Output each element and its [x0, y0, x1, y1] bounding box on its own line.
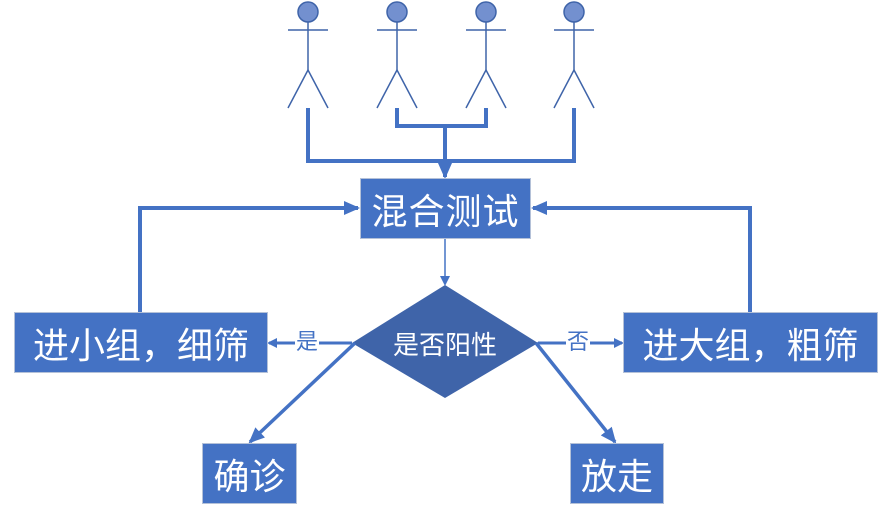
large-group-loop-arrow	[531, 201, 752, 312]
no-edge-label: 否	[566, 330, 591, 356]
small-group-node[interactable]: 进小组，细筛	[14, 312, 268, 373]
release-label: 放走	[580, 456, 653, 498]
small-group-loop-arrow	[138, 201, 360, 312]
yes-edge-label: 是	[295, 330, 320, 356]
outer-people-connector	[306, 108, 576, 163]
mixed-test-node[interactable]: 混合测试	[360, 178, 531, 239]
decision-diamond[interactable]	[352, 285, 538, 398]
person-3-icon	[465, 1, 507, 109]
decision-to-confirmed-arrow	[248, 341, 357, 444]
mixed-test-label: 混合测试	[371, 191, 520, 233]
confirmed-node[interactable]: 确诊	[202, 443, 297, 504]
small-group-label: 进小组，细筛	[32, 325, 249, 367]
confirmed-label: 确诊	[213, 456, 286, 498]
inner-people-connector	[395, 108, 488, 128]
person-1-icon	[287, 1, 329, 109]
large-group-node[interactable]: 进大组，粗筛	[623, 312, 878, 373]
person-4-icon	[553, 1, 595, 109]
release-node[interactable]: 放走	[570, 443, 664, 504]
decision-label: 是否阳性	[392, 330, 497, 361]
decision-to-release-arrow	[534, 341, 617, 444]
large-group-label: 进大组，粗筛	[642, 325, 859, 367]
person-2-icon	[376, 1, 418, 109]
